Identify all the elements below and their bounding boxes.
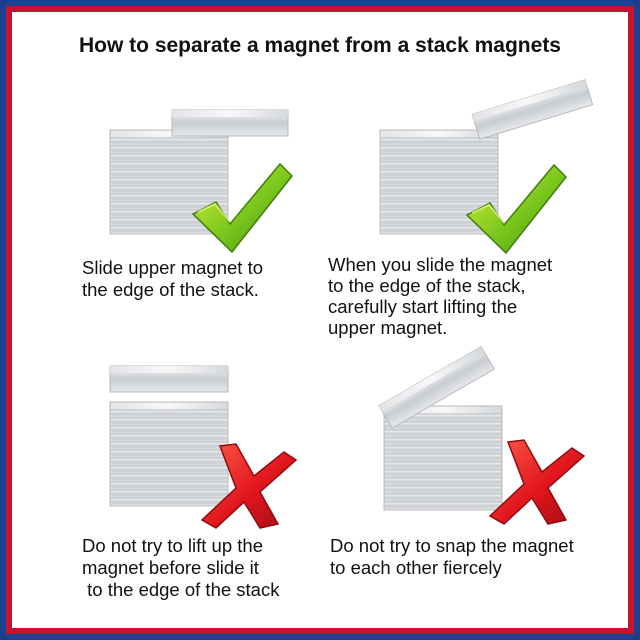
magnet-plate bbox=[109, 489, 229, 499]
caption-line: Do not try to lift up the bbox=[82, 535, 263, 556]
magnet-plate bbox=[109, 433, 229, 443]
step-3-caption: Do not try to lift up the magnet before … bbox=[82, 535, 279, 601]
lifted-magnet bbox=[471, 79, 594, 140]
magnet-plate bbox=[383, 421, 503, 431]
step-4-illustration bbox=[378, 345, 586, 525]
magnet-stack bbox=[379, 129, 499, 235]
caption-line: Slide upper magnet to bbox=[82, 257, 264, 278]
check-icon bbox=[191, 162, 294, 254]
caption-line: to each other fiercely bbox=[330, 557, 502, 578]
magnet-plate bbox=[109, 481, 229, 491]
lifted-magnet bbox=[109, 365, 229, 393]
caption-line: Do not try to snap the magnet bbox=[330, 535, 574, 556]
magnet-plate bbox=[383, 429, 503, 439]
magnet-plate bbox=[109, 153, 229, 163]
magnet-plate bbox=[109, 417, 229, 427]
magnet-plate bbox=[109, 193, 229, 203]
magnet-plate bbox=[109, 409, 229, 419]
magnet-plate bbox=[109, 457, 229, 467]
caption-line: upper magnet. bbox=[328, 317, 448, 338]
magnet-plate bbox=[109, 473, 229, 483]
top-magnet bbox=[171, 109, 289, 137]
check-icon bbox=[465, 163, 568, 255]
magnet-plate bbox=[383, 485, 503, 495]
magnet-plate bbox=[109, 137, 229, 147]
caption-line: the edge of the stack. bbox=[82, 279, 259, 300]
caption-line: magnet before slide it bbox=[82, 557, 259, 578]
caption-line: carefully start lifting the bbox=[328, 296, 518, 317]
magnet-plate bbox=[109, 145, 229, 155]
step-2-caption: When you slide the magnet to the edge of… bbox=[328, 254, 552, 338]
step-1-illustration bbox=[109, 109, 294, 254]
magnet-plate bbox=[383, 461, 503, 471]
step-2-illustration bbox=[379, 79, 594, 255]
magnet-plate bbox=[109, 425, 229, 435]
lifted-magnet bbox=[378, 345, 495, 429]
magnet-plate bbox=[109, 169, 229, 179]
magnet-plate bbox=[379, 145, 499, 155]
magnet-top-face bbox=[109, 401, 229, 411]
magnet-plate bbox=[383, 445, 503, 455]
magnet-plate bbox=[379, 169, 499, 179]
magnet-plate bbox=[383, 501, 503, 511]
magnet-plate bbox=[109, 449, 229, 459]
magnet-stack bbox=[383, 405, 503, 511]
step-4-caption: Do not try to snap the magnet to each ot… bbox=[330, 535, 574, 579]
magnet-plate bbox=[383, 477, 503, 487]
magnet-plate bbox=[379, 177, 499, 187]
magnet-plate bbox=[109, 161, 229, 171]
page-title: How to separate a magnet from a stack ma… bbox=[79, 34, 561, 57]
step-1-caption: Slide upper magnet to the edge of the st… bbox=[82, 257, 263, 301]
step-3-illustration bbox=[109, 365, 298, 529]
magnet-plate bbox=[379, 161, 499, 171]
magnet-stack bbox=[109, 129, 229, 235]
magnet-plate bbox=[109, 497, 229, 507]
magnet-plate bbox=[109, 441, 229, 451]
magnet-plate bbox=[383, 453, 503, 463]
magnet-plate bbox=[379, 193, 499, 203]
magnet-plate bbox=[109, 465, 229, 475]
cross-icon bbox=[200, 443, 298, 529]
magnet-plate bbox=[383, 469, 503, 479]
magnet-plate bbox=[383, 437, 503, 447]
magnet-plate bbox=[379, 153, 499, 163]
magnet-plate bbox=[383, 493, 503, 503]
magnet-plate bbox=[109, 177, 229, 187]
caption-line: to the edge of the stack bbox=[82, 579, 280, 600]
caption-line: When you slide the magnet bbox=[328, 254, 553, 275]
magnet-stack bbox=[109, 401, 229, 507]
magnet-plate bbox=[379, 185, 499, 195]
cross-icon bbox=[488, 439, 586, 525]
caption-line: to the edge of the stack, bbox=[328, 275, 526, 296]
magnet-plate bbox=[109, 185, 229, 195]
